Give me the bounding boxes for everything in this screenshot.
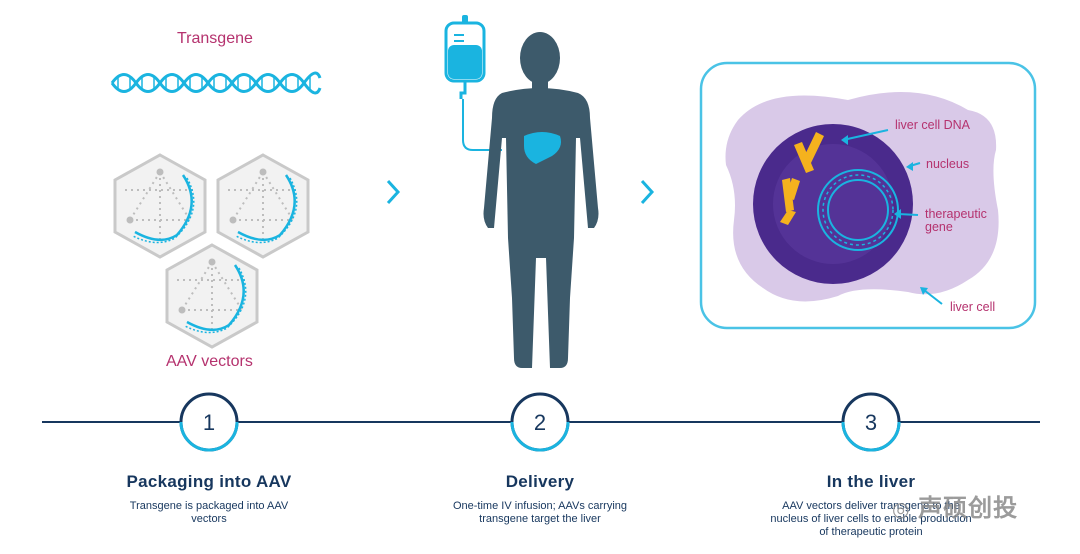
watermark-text: 声硕创投 — [918, 495, 1019, 522]
step-marker-1: 1 — [179, 392, 239, 452]
step-description: AAV vectors deliver transgene to the nuc… — [770, 500, 972, 538]
timeline: 1 2 3 — [42, 392, 1040, 452]
wechat-icon: ◎ — [892, 499, 911, 522]
therapeutic-gene-label: therapeutic gene — [925, 207, 987, 234]
therapeutic-gene-ring — [817, 169, 899, 251]
aav-vectors-icon — [113, 153, 310, 349]
step-title: Packaging into AAV — [126, 472, 292, 491]
step-marker-2: 2 — [510, 392, 570, 452]
aav-vectors-label: AAV vectors — [166, 353, 253, 370]
liver-cell-dna-label: liver cell DNA — [895, 118, 971, 132]
dna-helix-icon — [110, 71, 322, 95]
iv-bag-icon — [444, 15, 502, 151]
step-marker-3: 3 — [841, 392, 901, 452]
step-number: 3 — [865, 410, 877, 435]
step-description: One-time IV infusion; AAVs carrying tran… — [452, 500, 628, 525]
human-body-icon — [483, 32, 599, 368]
chevron-right-icon — [640, 179, 655, 205]
step-number: 2 — [534, 410, 546, 435]
watermark: ◎ 声硕创投 — [892, 488, 1018, 523]
chromosome-shape — [780, 132, 824, 225]
step-number: 1 — [203, 410, 215, 435]
step-title: Delivery — [505, 472, 575, 491]
step-title: In the liver — [826, 472, 916, 491]
chevron-right-icon — [386, 179, 401, 205]
nucleus-label: nucleus — [926, 157, 970, 171]
step-description: Transgene is packaged into AAV vectors — [129, 500, 289, 525]
liver-cell-label: liver cell — [950, 300, 996, 314]
transgene-label: Transgene — [177, 30, 253, 47]
liver-cell-panel — [699, 61, 1037, 330]
